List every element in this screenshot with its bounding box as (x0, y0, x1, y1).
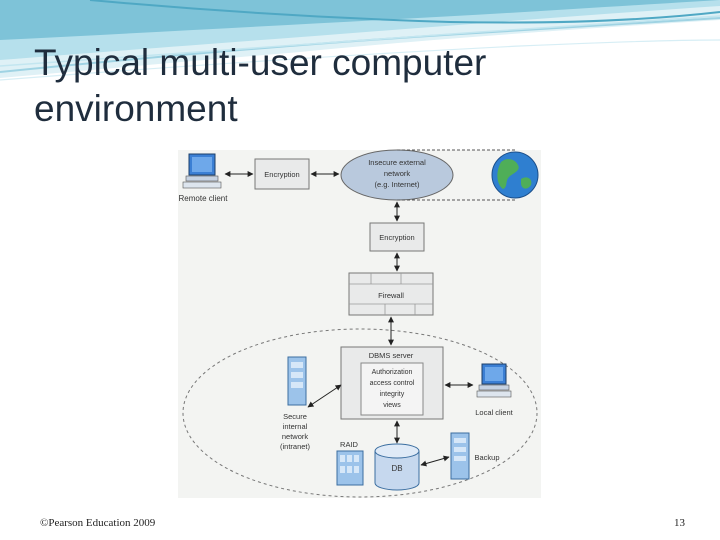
insecure-network-line-1: Insecure external (368, 158, 426, 167)
insecure-network-line-3: (e.g. Internet) (374, 180, 420, 189)
remote-client-computer-icon (182, 153, 222, 189)
remote-client-label: Remote client (179, 194, 229, 203)
network-diagram: Remote client Encryption Insecure extern… (178, 149, 541, 498)
arrow-db-backup (420, 455, 450, 467)
arrow-intranet-dbms (307, 384, 342, 408)
title-line-1: Typical multi-user computer (34, 42, 487, 83)
firewall-box (348, 272, 434, 316)
secure-network-line-4: (intranet) (280, 442, 311, 451)
internal-network-boundary (182, 328, 538, 498)
page-number: 13 (674, 517, 685, 529)
secure-network-line-3: network (282, 432, 309, 441)
encryption-top-label: Encryption (264, 170, 299, 179)
diagram-background (178, 150, 541, 498)
db-label: DB (391, 464, 402, 473)
authorization-line-3: integrity (380, 391, 405, 398)
intranet-server-icon (287, 356, 307, 406)
raid-label: RAID (340, 440, 359, 449)
slide-title: Typical multi-user computer environment (34, 40, 594, 132)
authorization-line-4: views (383, 402, 401, 409)
backup-device-icon (450, 432, 470, 480)
database-cylinder-icon (374, 443, 420, 491)
insecure-network-line-2: network (384, 169, 411, 178)
footer-copyright: ©Pearson Education 2009 (40, 517, 156, 529)
authorization-line-1: Authorization (372, 369, 413, 376)
local-client-label: Local client (475, 408, 513, 417)
secure-network-line-2: internal (283, 422, 308, 431)
encryption-mid-label: Encryption (379, 233, 414, 242)
authorization-box (360, 362, 424, 416)
banner-decoration (0, 0, 720, 81)
backup-label: Backup (474, 453, 499, 462)
globe-icon (491, 151, 539, 199)
encryption-box-mid (369, 222, 425, 252)
authorization-line-2: access control (370, 380, 415, 387)
firewall-label: Firewall (378, 291, 404, 300)
dbms-server-label: DBMS server (369, 351, 414, 360)
title-line-2: environment (34, 88, 238, 129)
encryption-box-top (254, 158, 310, 190)
secure-network-line-1: Secure (283, 412, 307, 421)
local-client-computer-icon (476, 363, 512, 398)
raid-array-icon (336, 450, 364, 486)
